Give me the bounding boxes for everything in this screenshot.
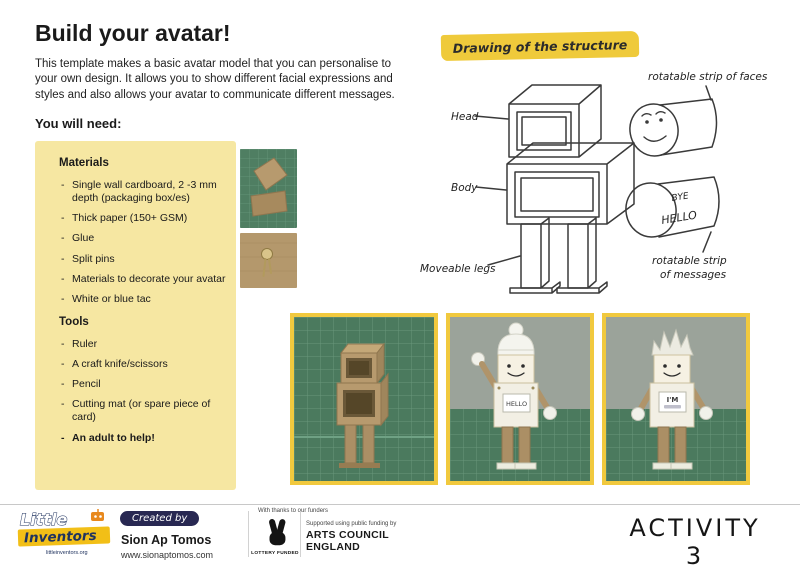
head-box: [508, 84, 602, 158]
intro-text: This template makes a basic avatar model…: [35, 58, 395, 101]
list-item: Split pins: [59, 253, 226, 266]
split-pin-prongs: [262, 258, 272, 277]
footer-vertical-divider: [300, 511, 301, 557]
body-window-frame: [514, 171, 600, 218]
split-pin-image: [240, 233, 297, 288]
list-item: An adult to help!: [59, 432, 226, 445]
list-item: A craft knife/scissors: [59, 358, 226, 371]
avatar-head: [497, 354, 535, 384]
avatar-hello-image: HELLO: [450, 317, 590, 481]
faces-pointer-line: [705, 85, 712, 101]
left-foot: [509, 281, 561, 294]
you-will-need-heading: You will need:: [35, 116, 122, 131]
name-sign-text: I'M: [667, 396, 679, 404]
cardboard-leg: [344, 424, 357, 464]
photo-avatar-named: I'M: [602, 313, 750, 485]
author-name: Sion Ap Tomos: [121, 533, 212, 547]
label-moveable-legs: Moveable legs: [420, 263, 496, 275]
cardboard-pieces-image: [240, 149, 297, 228]
avatar-leg: [657, 426, 670, 464]
avatar-hand: [631, 407, 645, 421]
footer-divider: [0, 504, 800, 505]
diagram-banner: Drawing of the structure: [440, 30, 640, 62]
label-head: Head: [451, 111, 479, 123]
label-rotatable-faces: rotatable strip of faces: [648, 71, 768, 83]
materials-list: Single wall cardboard, 2 -3 mm depth (pa…: [59, 179, 226, 306]
supplies-panel: Materials Single wall cardboard, 2 -3 mm…: [35, 141, 236, 490]
arts-council-text: ARTS COUNCIL: [306, 529, 389, 541]
head-window-frame: [516, 111, 572, 151]
activity-number: ACTIVITY 3: [620, 514, 770, 566]
list-item: Pencil: [59, 378, 226, 391]
supported-by-text: Supported using public funding by: [306, 521, 397, 527]
avatar-head: [653, 354, 691, 384]
list-item: Cutting mat (or spare piece of card): [59, 398, 226, 424]
arts-council-england-text: ENGLAND: [306, 541, 361, 553]
logo-url-text: littleinventors.org: [46, 550, 88, 556]
little-inventors-logo-image: Little Inventors littleinventors.org: [17, 509, 111, 556]
page-title: Build your avatar!: [35, 20, 231, 46]
structure-diagram: Head Body Moveable legs rotatable strip …: [420, 71, 768, 294]
hello-sign: [502, 393, 531, 413]
materials-heading: Materials: [59, 157, 109, 169]
list-item: White or blue tac: [59, 293, 226, 306]
crossed-fingers-icon: [269, 519, 286, 546]
avatar-leg: [674, 426, 687, 464]
messages-strip-body: [657, 176, 720, 238]
author-website: www.sionaptomos.com: [121, 550, 214, 560]
cardboard-leg: [362, 424, 375, 464]
strip-face: [641, 111, 667, 142]
label-rotatable-messages-2: of messages: [660, 269, 727, 281]
left-leg: [520, 217, 550, 289]
list-item: Thick paper (150+ GSM): [59, 212, 226, 225]
avatar-named-image: I'M: [606, 317, 746, 481]
cardboard-piece: [250, 190, 288, 217]
body-pointer-line: [475, 186, 507, 191]
avatar-hand: [543, 406, 557, 420]
photo-avatar-hello: HELLO: [446, 313, 594, 485]
lottery-funded-logo: [262, 517, 292, 554]
robot-mascot-icon: [91, 509, 104, 521]
logo-little-text: Little: [20, 510, 67, 529]
right-leg: [567, 217, 597, 289]
photo-cardboard-pieces: [240, 149, 297, 228]
legs-pointer-line: [487, 255, 521, 266]
tools-list: Ruler A craft knife/scissors Pencil Cutt…: [59, 338, 226, 445]
faces-strip-end: [629, 103, 679, 157]
photo-split-pin: [240, 233, 297, 288]
list-item: Single wall cardboard, 2 -3 mm depth (pa…: [59, 179, 226, 205]
little-inventors-logo: Little Inventors littleinventors.org: [16, 508, 116, 563]
cardboard-piece: [253, 157, 288, 191]
diagram-banner-label: Drawing of the structure: [452, 36, 628, 56]
label-rotatable-messages-1: rotatable strip: [652, 255, 727, 267]
plain-structure-image: [294, 317, 434, 481]
messages-strip-end: [625, 182, 677, 238]
split-pin-head: [261, 248, 273, 260]
avatar-leg: [518, 426, 531, 464]
head-pointer-line: [474, 115, 509, 120]
strip-text-hello: HELLO: [660, 208, 698, 226]
spiky-hair: [651, 328, 694, 356]
footer-vertical-divider: [248, 511, 249, 557]
funders-note: With thanks to our funders: [258, 508, 329, 514]
body-box: [506, 142, 635, 225]
logo-inventors-text: Inventors: [24, 528, 97, 547]
right-foot: [556, 281, 608, 294]
lottery-funded-label: LOTTERY FUNDED: [251, 551, 299, 556]
messages-pointer-line: [702, 231, 712, 253]
strip-text-bye: BYE: [671, 191, 690, 204]
photo-plain-structure: [290, 313, 438, 485]
hello-sign-text: HELLO: [506, 400, 527, 408]
avatar-leg: [501, 426, 514, 464]
list-item: Materials to decorate your avatar: [59, 273, 226, 286]
created-by-badge: Created by: [120, 511, 200, 526]
label-body: Body: [451, 182, 478, 194]
avatar-hand: [699, 406, 713, 420]
list-item: Glue: [59, 232, 226, 245]
list-item: Ruler: [59, 338, 226, 351]
tools-heading: Tools: [59, 315, 89, 328]
faces-strip-body: [659, 98, 718, 156]
